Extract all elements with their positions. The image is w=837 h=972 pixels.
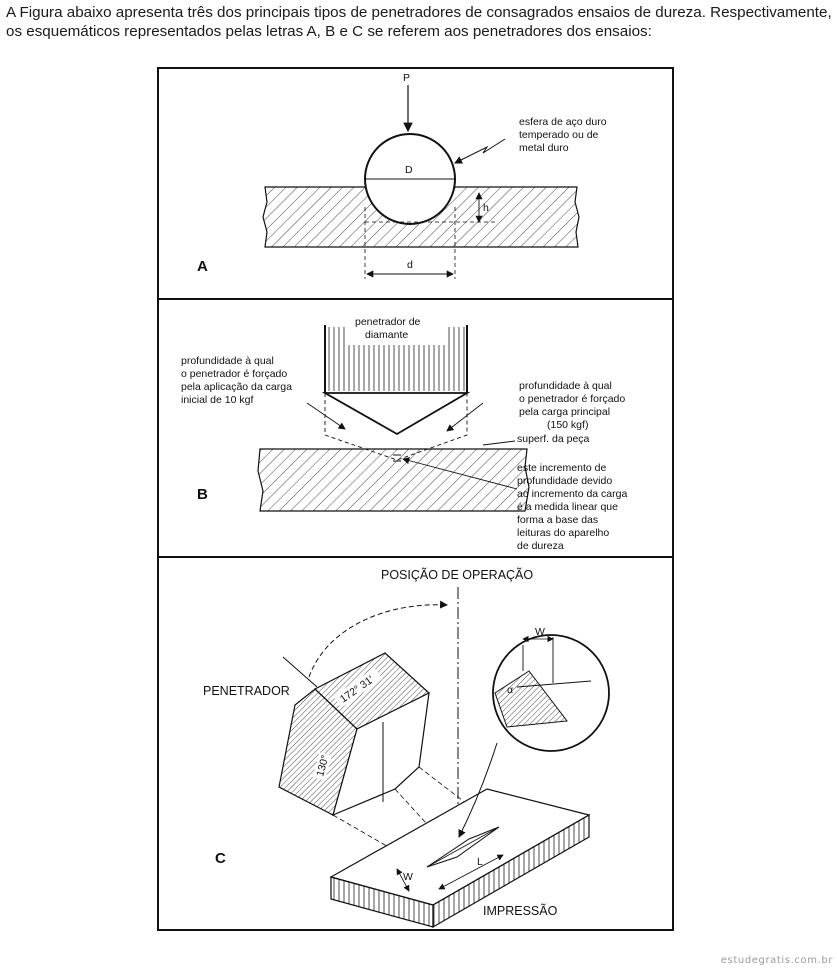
ball-note-1: esfera de aço duro — [519, 116, 607, 128]
impression-label: d — [407, 259, 413, 271]
question-line-2: os esquemáticos representados pelas letr… — [6, 22, 652, 40]
increment-5: forma a base das — [517, 514, 598, 526]
load-label: P — [403, 72, 410, 84]
diamond-label-2: diamante — [365, 329, 408, 341]
surface-label: superf. da peça — [517, 433, 590, 445]
detail-width-label: W — [535, 626, 545, 638]
site-watermark: estudegratis.com.br — [720, 955, 833, 966]
question-line-1: A Figura abaixo apresenta três dos princ… — [6, 4, 832, 21]
hardness-indenters-figure: P D h d esfera de aço duro temperado ou … — [157, 67, 674, 931]
increment-1: este incremento de — [517, 462, 606, 474]
initial-depth-4: inicial de 10 kgf — [181, 394, 253, 406]
ball-note-3: metal duro — [519, 142, 569, 154]
ball-note-2: temperado ou de — [519, 129, 599, 141]
panel-a: P D h d esfera de aço duro temperado ou … — [197, 72, 607, 279]
increment-4: é a medida linear que — [517, 501, 618, 513]
panel-c: POSIÇÃO DE OPERAÇÃO PENETRADOR 172° 31' … — [203, 568, 610, 929]
indenter-label: PENETRADOR — [203, 684, 290, 698]
increment-6: leituras do aparelho — [517, 527, 609, 539]
panel-c-specimen-side — [432, 813, 590, 929]
panel-b-letter: B — [197, 486, 208, 503]
main-depth-1: profundidade à qual — [519, 380, 612, 392]
knoop-indenter-front — [332, 691, 430, 817]
angle-130-label: 130° — [314, 754, 331, 778]
initial-depth-3: pela aplicação da carga — [181, 381, 292, 393]
main-depth-4: (150 kgf) — [547, 419, 588, 431]
depth-label: h — [483, 202, 489, 214]
initial-depth-1: profundidade à qual — [181, 355, 274, 367]
initial-depth-2: o penetrador é forçado — [181, 368, 287, 380]
impression-length-label: L — [477, 856, 483, 868]
note-pointer — [454, 138, 506, 164]
diamond-cone — [321, 392, 471, 436]
main-depth-3: pela carga principal — [519, 406, 610, 418]
detail-pointer — [458, 742, 498, 838]
increment-3: ao incremento da carga — [517, 488, 627, 500]
operation-position-label: POSIÇÃO DE OPERAÇÃO — [381, 568, 533, 582]
impression-width-label: W — [403, 871, 413, 883]
question-text: A Figura abaixo apresenta três dos princ… — [6, 4, 834, 41]
increment-2: profundidade devido — [517, 475, 612, 487]
panel-c-letter: C — [215, 850, 226, 867]
panel-b: penetrador de diamante profundidade à qu… — [181, 315, 627, 552]
main-depth-2: o penetrador é forçado — [519, 393, 625, 405]
panel-a-letter: A — [197, 258, 208, 275]
figure-frame — [157, 67, 674, 931]
increment-7: de dureza — [517, 540, 564, 552]
diamond-label-1: penetrador de — [355, 316, 421, 328]
detail-alpha-label: α — [507, 684, 513, 696]
panel-b-specimen — [257, 448, 530, 512]
diameter-label: D — [405, 164, 413, 176]
rotation-arrow — [308, 600, 448, 678]
impression-label: IMPRESSÃO — [483, 904, 558, 918]
